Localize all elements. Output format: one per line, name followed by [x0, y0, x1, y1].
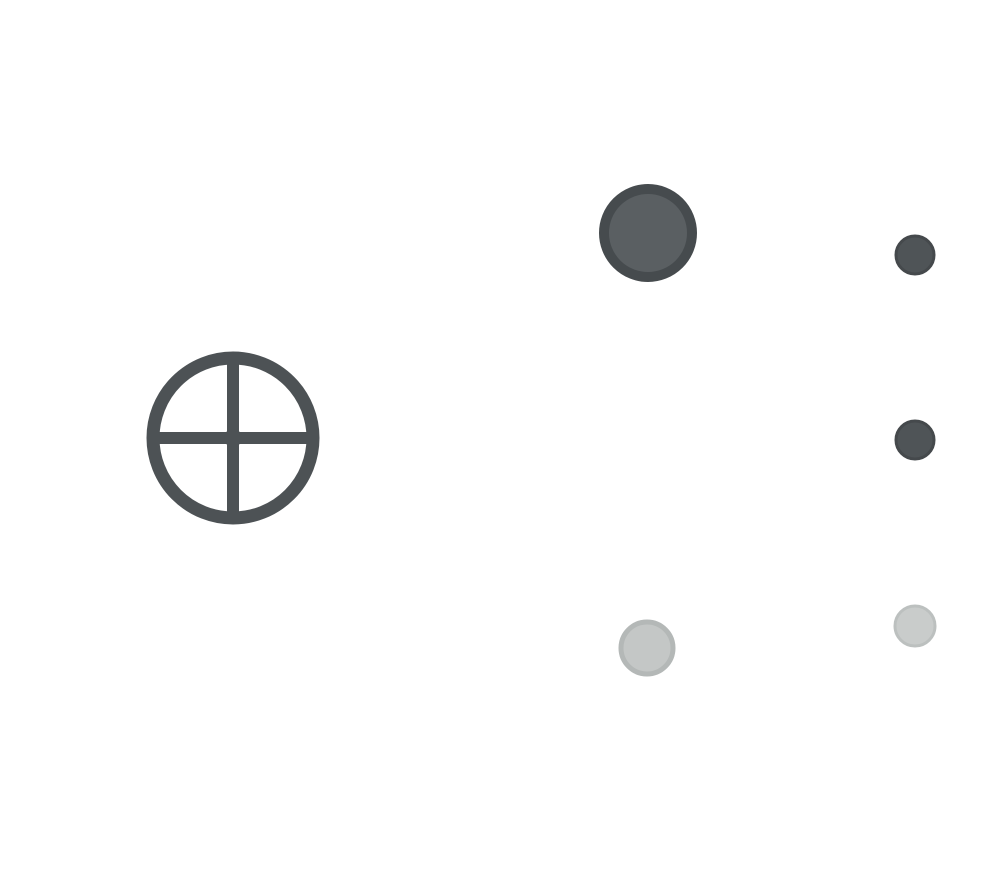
- small-light-dot-icon: [893, 604, 937, 648]
- light-dot-icon: [618, 619, 676, 677]
- small-dark-dot-icon: [894, 234, 936, 276]
- small-dark-dot-icon: [894, 419, 936, 461]
- large-dark-dot-icon: [599, 184, 697, 282]
- crosshair-icon: [146, 351, 320, 525]
